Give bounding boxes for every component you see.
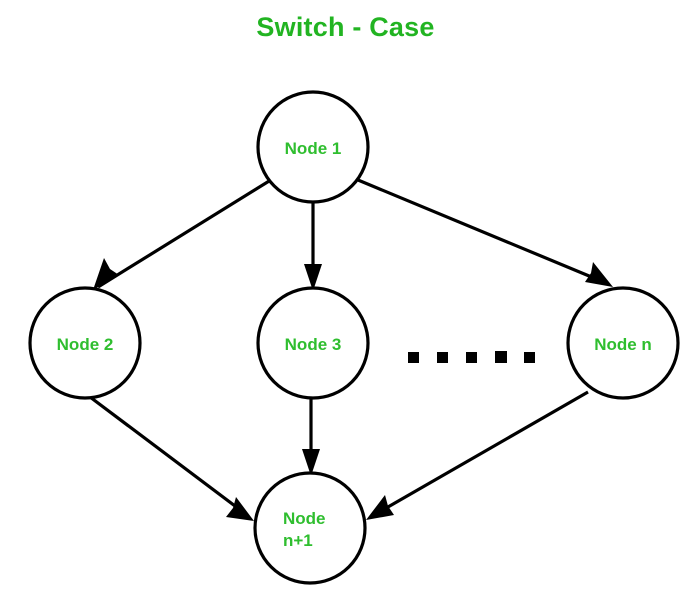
edge-node1-noden	[357, 178, 613, 287]
node-2-circle[interactable]	[28, 286, 142, 400]
arrowhead-node2	[93, 258, 119, 290]
arrowhead-noden	[585, 262, 613, 287]
edge-node2-noden1	[89, 395, 254, 521]
arrowhead-noden1-right	[366, 495, 394, 520]
ellipsis-dot	[408, 352, 419, 363]
ellipsis-dot	[466, 352, 477, 363]
ellipsis-dots	[408, 351, 535, 363]
node-n-circle[interactable]	[566, 286, 680, 400]
ellipsis-dot	[495, 351, 507, 363]
arrowhead-noden1-left	[226, 497, 254, 521]
ellipsis-dot	[437, 352, 448, 363]
ellipsis-dot	[524, 352, 535, 363]
node-1-circle[interactable]	[256, 90, 370, 204]
arrowhead-node3	[304, 264, 322, 291]
page-title: Switch - Case	[256, 12, 435, 42]
edge-node1-node2	[93, 176, 275, 290]
arrowhead-noden1-top	[302, 449, 320, 476]
node-3-circle[interactable]	[256, 286, 370, 400]
edge-noden-noden1	[366, 390, 589, 520]
node-n1-circle[interactable]	[253, 471, 367, 585]
edge-node3-noden1	[302, 398, 320, 476]
edge-node1-node3	[304, 202, 322, 291]
